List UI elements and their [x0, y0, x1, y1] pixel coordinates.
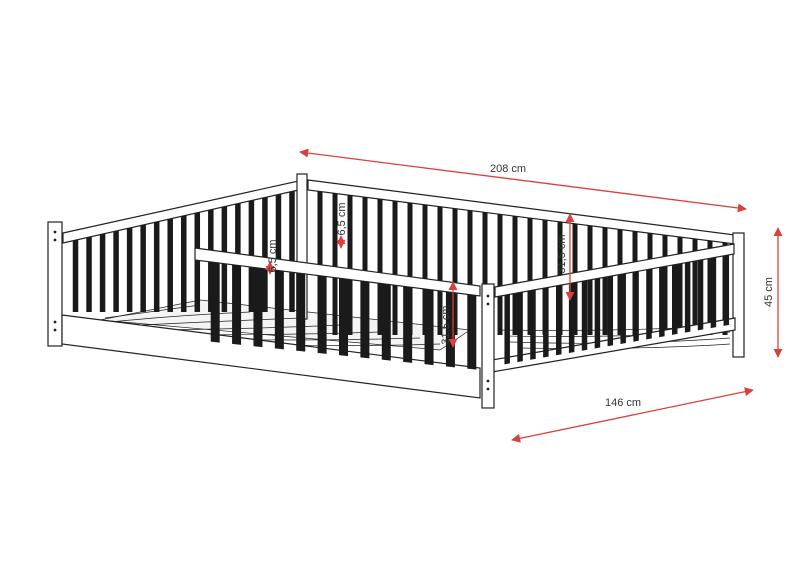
back-slat	[99, 233, 106, 312]
front-right-panel	[494, 243, 735, 365]
right-back-slat	[512, 215, 518, 335]
front-slat	[253, 267, 263, 348]
front-corner-post	[481, 283, 495, 409]
front-slat	[403, 286, 413, 363]
right-back-slat	[332, 193, 338, 335]
front-right-slat	[543, 287, 549, 358]
right-post	[732, 232, 745, 358]
front-right-slat	[672, 264, 678, 335]
front-slat	[424, 288, 434, 366]
front-right-slat	[633, 271, 639, 342]
front-right-slats	[504, 254, 730, 365]
front-slat	[210, 261, 220, 343]
front-right-slat	[659, 266, 665, 338]
front-right-slat	[684, 261, 691, 333]
back-slat	[86, 236, 92, 312]
front-right-slat	[620, 273, 626, 344]
front-right-slat	[723, 254, 730, 326]
front-right-slat	[530, 289, 536, 360]
front-slat	[274, 270, 284, 350]
right-back-slat	[347, 194, 353, 335]
front-right-slat	[697, 259, 704, 331]
length-label: 208 cm	[490, 163, 526, 175]
right-back-slat	[602, 227, 608, 335]
front-gap-label: 6,5 cm	[267, 239, 279, 272]
front-right-slat	[594, 278, 601, 349]
front-left-panel	[194, 247, 481, 370]
front-right-slat	[607, 275, 614, 347]
front-slat	[381, 283, 391, 361]
back-slat	[126, 227, 133, 312]
front-slat	[467, 294, 477, 370]
width-dimension-line	[511, 387, 754, 443]
right-back-slat	[377, 198, 383, 335]
front-slat	[296, 272, 306, 352]
right-back-slat	[677, 236, 683, 335]
back-slat	[153, 221, 160, 312]
front-right-slat	[646, 268, 652, 340]
front-right-slat	[556, 285, 562, 356]
back-slat	[181, 215, 187, 312]
front-slat	[339, 278, 348, 357]
front-slat	[317, 275, 327, 354]
back-slat	[289, 190, 295, 312]
front-slat	[232, 264, 242, 345]
right-back-slat	[692, 238, 698, 335]
back-gap-label: 6,5 cm	[336, 202, 348, 235]
length-dimension-line	[299, 148, 747, 213]
back-rail-height-label: 31,5 cm	[556, 234, 568, 273]
width-label: 146 cm	[605, 397, 641, 409]
front-slat	[360, 280, 370, 359]
right-back-slat	[392, 200, 398, 335]
front-rail-height-label: 31,5 cm	[440, 305, 452, 344]
back-slat	[167, 218, 173, 312]
front-slats	[210, 261, 477, 370]
front-right-slat	[504, 294, 510, 365]
back-slat	[113, 230, 119, 312]
back-slat	[262, 196, 268, 312]
right-back-slat	[497, 213, 503, 335]
front-right-slat	[517, 291, 523, 363]
back-slat	[72, 239, 79, 312]
left-post	[47, 221, 63, 347]
right-back-slat	[437, 206, 443, 335]
height-label: 45 cm	[763, 277, 775, 307]
front-right-slat	[710, 257, 717, 329]
front-right-slat	[581, 280, 588, 351]
back-slat	[194, 212, 201, 312]
back-slat	[140, 224, 146, 312]
dimension-lines	[265, 148, 783, 443]
